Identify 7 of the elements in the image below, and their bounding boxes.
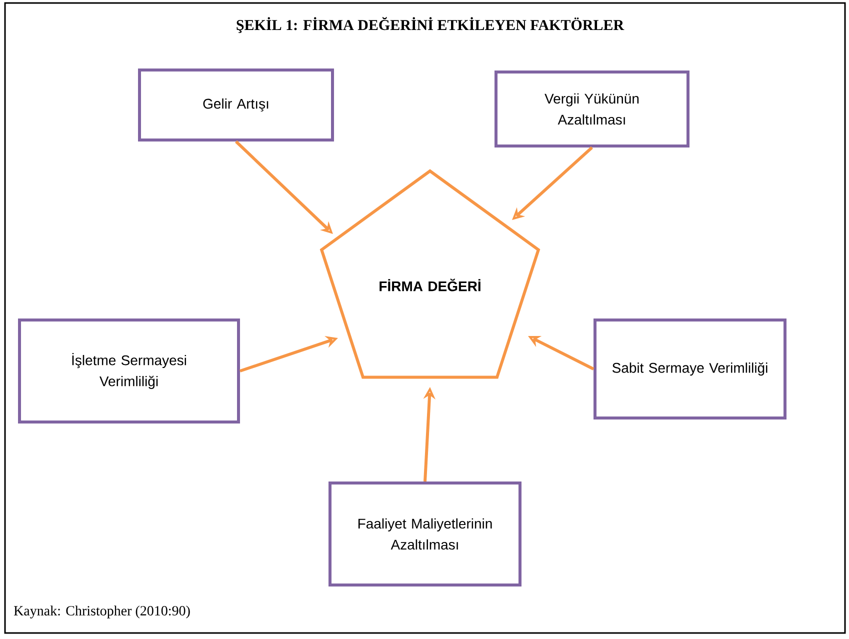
factor-box: Sabit Sermaye Verimliliği (594, 318, 786, 420)
factor-box: Vergii Yükünün Azaltılması (494, 70, 690, 148)
factor-box: Faaliyet Maliyetlerinin Azaltılması (328, 482, 522, 586)
title: ŞEKİL 1: FİRMA DEĞERİNİ ETKİLEYEN FAKTÖRLER (236, 16, 624, 34)
caption: Kaynak: Christopher (2010:90) (14, 606, 190, 618)
factor-box: İşletme Sermayesi Verimliliği (18, 318, 240, 424)
factor-box: Gelir Artışı (138, 68, 334, 142)
